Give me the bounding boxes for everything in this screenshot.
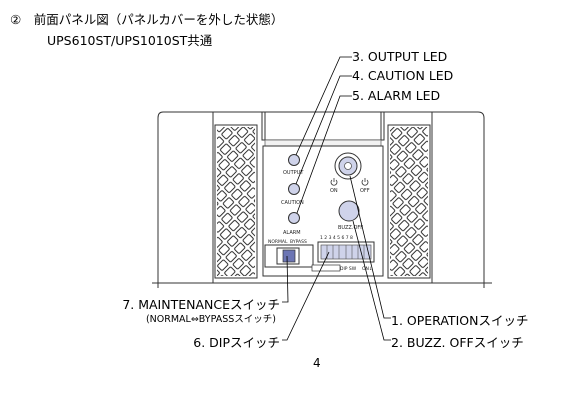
maintenance-switch[interactable]	[264, 244, 314, 268]
leader-lines	[282, 56, 391, 341]
output-led	[288, 154, 300, 166]
alarm-led	[288, 212, 300, 224]
panel-label-output: OUTPUT	[283, 170, 304, 176]
dip-switch[interactable]	[317, 241, 375, 263]
panel-label-caution: CAUTION	[281, 200, 304, 206]
left-vent-grille	[212, 112, 258, 283]
callout-alarm-led: 5. ALARM LED	[352, 88, 441, 103]
dip-switch-numbers: 1 2 3 4 5 6 7 8	[320, 235, 353, 241]
panel-label-buzz-off: BUZZ.OFF	[338, 225, 363, 231]
callout-operation-switch: 1. OPERATIONスイッチ	[391, 313, 529, 328]
callout-dip-switch: 6. DIPスイッチ	[193, 335, 280, 350]
model-subheading: UPS610ST/UPS1010ST共通	[47, 33, 213, 48]
right-vent-grille	[387, 112, 433, 283]
panel-label-normal: NORMAL	[268, 239, 288, 245]
panel-label-alarm: ALARM	[283, 230, 301, 236]
caution-led	[288, 183, 300, 195]
power-on-icon	[330, 178, 338, 186]
panel-label-dip-on: ON↓	[362, 266, 373, 272]
callout-output-led: 3. OUTPUT LED	[352, 49, 448, 64]
callout-maintenance-switch: 7. MAINTENANCEスイッチ	[122, 297, 280, 312]
panel-label-off: OFF	[360, 188, 370, 194]
panel-label-bypass: BYPASS	[290, 239, 307, 245]
buzz-off-button[interactable]	[338, 200, 360, 222]
operation-switch[interactable]	[334, 152, 362, 180]
callout-maintenance-switch-note: (NORMAL⇔BYPASSスイッチ)	[145, 314, 276, 325]
dip-switch-slot	[311, 264, 341, 272]
callout-buzz-off-switch: 2. BUZZ. OFFスイッチ	[391, 335, 524, 350]
page-number: 4	[313, 356, 321, 370]
panel-label-dip-sw: DIP SW	[340, 266, 357, 272]
panel-label-on: ON	[330, 188, 338, 194]
page-heading: ② 前面パネル図（パネルカバーを外した状態）	[10, 12, 284, 27]
callout-caution-led: 4. CAUTION LED	[352, 68, 454, 83]
power-off-icon	[361, 178, 369, 186]
